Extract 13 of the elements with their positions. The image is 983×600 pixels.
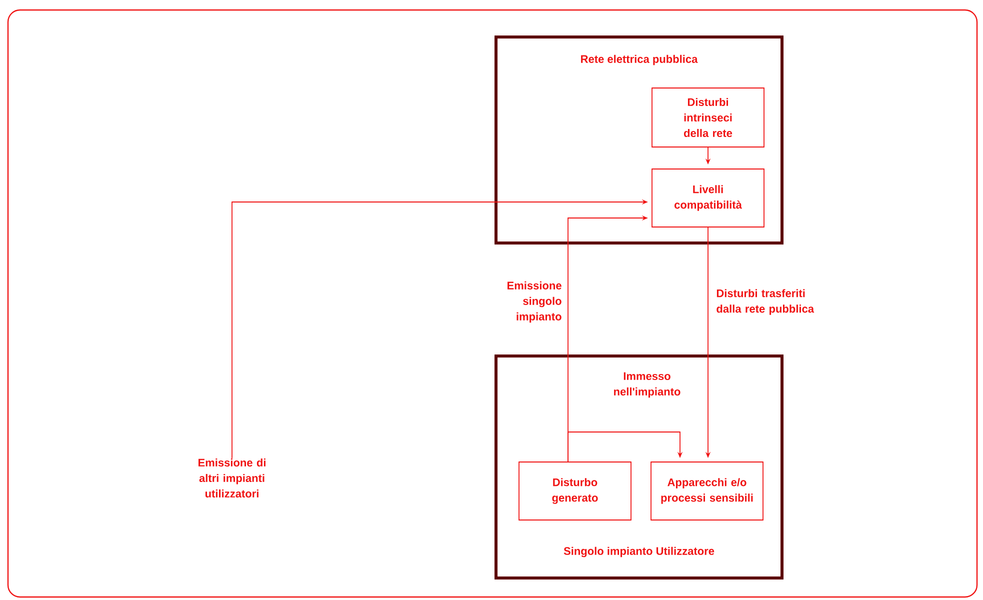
arrow bbox=[568, 432, 683, 462]
panel-heading: Singolo impianto Utilizzatore bbox=[564, 546, 714, 558]
panel bbox=[494, 36, 784, 244]
edge-label: Disturbi trasferiti dalla rete pubblica bbox=[716, 289, 814, 315]
process-box: Disturbi intrinseci della rete bbox=[652, 88, 764, 148]
panel-heading: Rete elettrica pubblica bbox=[581, 54, 698, 66]
source-label: Emissione di altri impianti utilizzatori bbox=[198, 458, 266, 498]
panel bbox=[494, 354, 784, 580]
edge-label: Emissione singolo impianto bbox=[508, 281, 562, 323]
process-box: Disturbo generato bbox=[518, 462, 632, 520]
edge-label: Immesso nell'impianto bbox=[614, 372, 680, 398]
process-box: Apparecchi e/o processi sensibili bbox=[650, 462, 764, 520]
process-box: Livelli compatibilità bbox=[652, 168, 764, 228]
